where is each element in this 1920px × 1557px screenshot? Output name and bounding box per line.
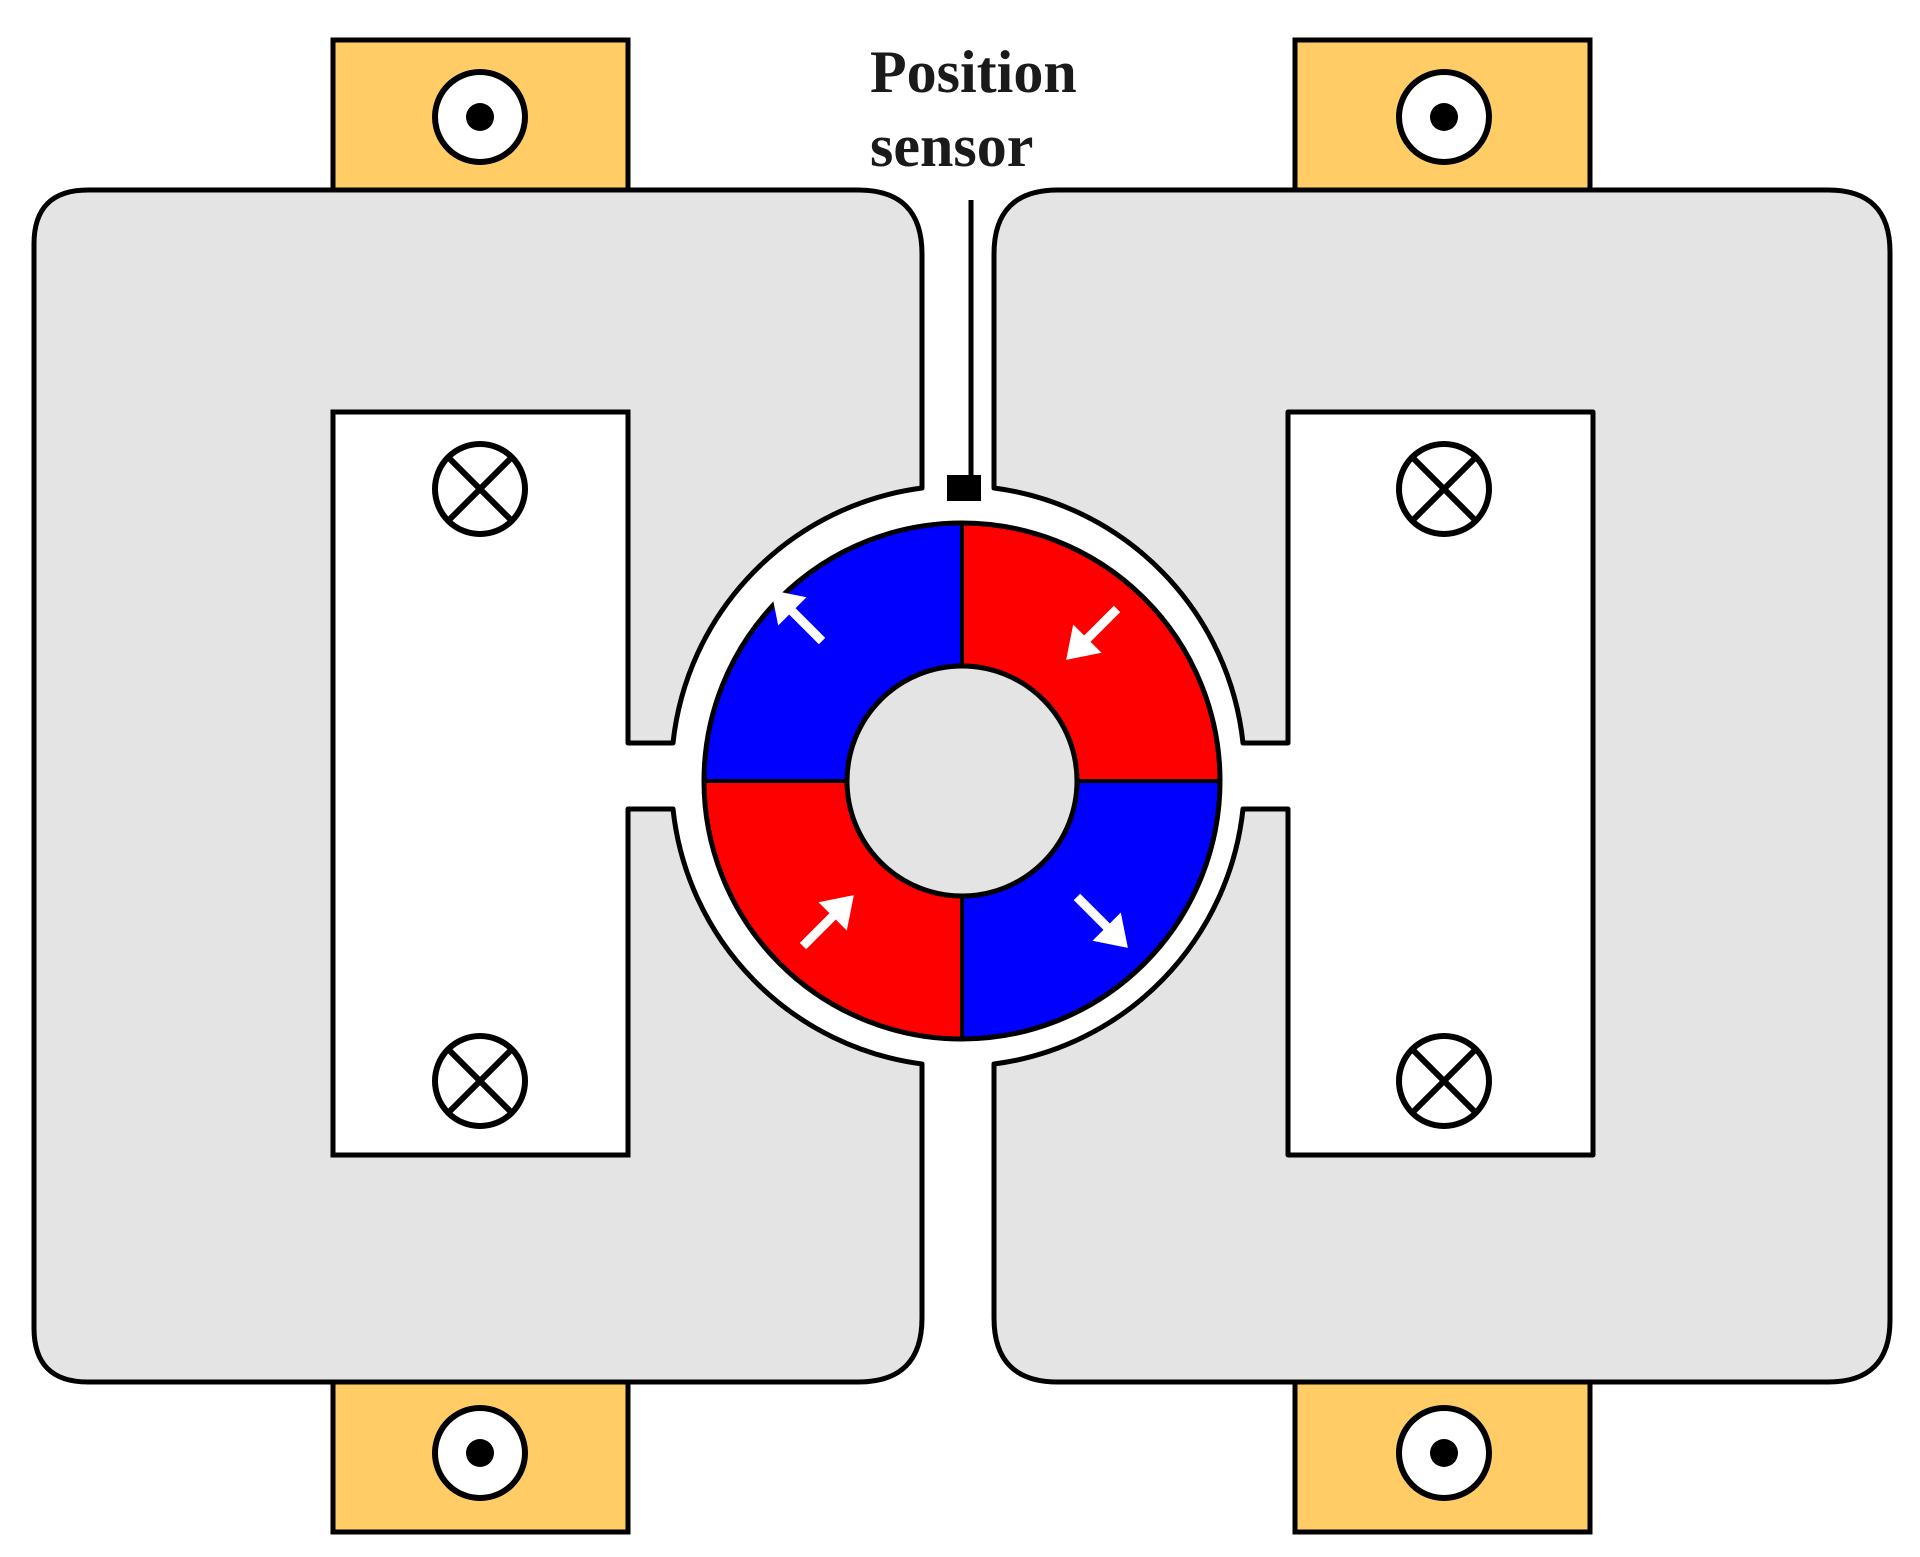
magnetization-arrow-icon xyxy=(1073,893,1128,948)
dot-circle-icon xyxy=(432,1405,528,1501)
dot-circle-icon xyxy=(432,69,528,165)
dot-circle-icon xyxy=(1396,69,1492,165)
magnetization-arrow-icon xyxy=(771,590,826,645)
cross-circle-icon xyxy=(1396,1033,1492,1129)
sensor-label-line2: sensor xyxy=(870,113,1033,179)
dot-circle-icon xyxy=(1396,1405,1492,1501)
shaft xyxy=(844,663,1080,899)
cross-circle-icon xyxy=(1396,441,1492,537)
sensor-label-line1: Position xyxy=(870,39,1077,105)
cross-circle-icon xyxy=(432,1033,528,1129)
position-sensor xyxy=(947,200,981,501)
magnetization-arrow-icon xyxy=(799,895,854,950)
cross-circle-icon xyxy=(432,441,528,537)
sensor-element xyxy=(947,475,981,501)
rotor xyxy=(701,520,1223,1042)
rotor-outline xyxy=(701,520,1223,1042)
magnetization-arrow-icon xyxy=(1066,605,1121,660)
